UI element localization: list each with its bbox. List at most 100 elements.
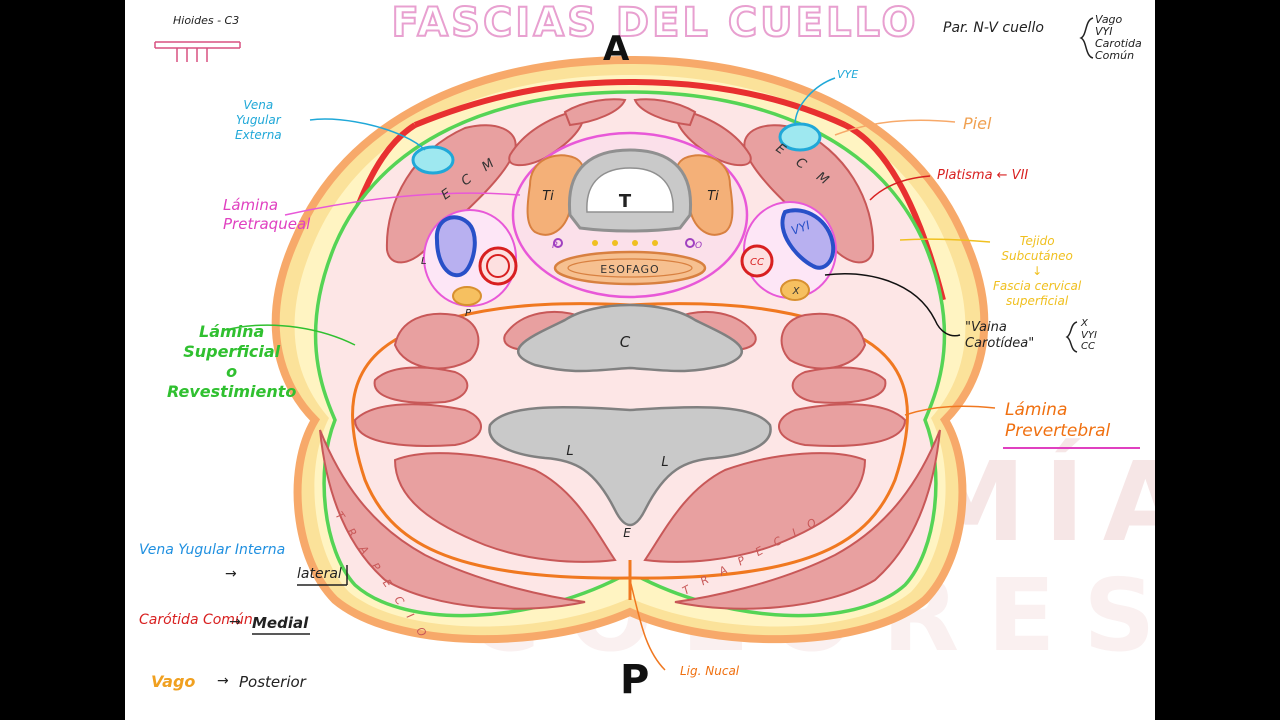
pointer-nucal (629, 579, 666, 671)
label-platisma: Platisma ← VII (937, 168, 1029, 183)
trachea-lumen (586, 167, 674, 213)
note-par-item: VYI (1095, 25, 1113, 39)
label-line: Prevertebral (1005, 421, 1111, 442)
pointer-pretraqueal (284, 192, 521, 216)
label-lamina-superficial: Lámina Superficial o Revestimiento (167, 322, 296, 402)
infrahyoid-left (508, 108, 585, 167)
label-line: Subcutáneo (1001, 249, 1073, 263)
label-line: Lámina (1005, 400, 1068, 420)
pointer-vaina (824, 273, 961, 337)
esophagus-inner (567, 258, 693, 278)
label-vaina-items: X VYI CC (1081, 318, 1097, 353)
legend-arrow-vyi: → (225, 566, 237, 582)
label-trachea-o: O (695, 241, 702, 251)
label-line: Pretraqueal (223, 214, 311, 233)
vagus-left (452, 286, 482, 306)
legend-term-cc: Carótida Común (139, 612, 253, 628)
label-piel: Piel (963, 114, 992, 133)
legend-term-vyi: Vena Yugular Interna (139, 542, 286, 558)
vyi-right (780, 208, 836, 270)
label-trachea: T (619, 191, 632, 212)
dot-2 (612, 240, 618, 246)
label-lamina-right: L (661, 455, 668, 470)
pointer-vye-right (794, 77, 836, 126)
label-tejido-subcutaneo: Tejido Subcutáneo ↓ Fascia cervical supe… (993, 234, 1081, 309)
sternohyoid-left (563, 98, 627, 127)
note-hioides: Hioides - C3 (173, 14, 240, 27)
pointer-platisma (869, 175, 931, 201)
recurrent-nerve-left (553, 238, 563, 248)
recurrent-nerve-right (685, 238, 695, 248)
dot-4 (652, 240, 658, 246)
label-x-right: X (792, 286, 801, 297)
vye-left (411, 145, 455, 175)
vaina-brace (1065, 321, 1078, 353)
label-line: Externa (235, 128, 282, 142)
label-line: ↓ (1032, 264, 1043, 278)
label-lamina-left: L (566, 444, 573, 459)
vertebral-body (517, 303, 743, 373)
legend-arrow-cc: → (229, 614, 241, 630)
cc-right (740, 244, 774, 278)
label-lamina-pretraqueal: Lámina Pretraqueal (223, 196, 310, 234)
label-line: Yugular (235, 113, 281, 127)
splenius-right (778, 403, 907, 447)
posterior-marker: P (620, 657, 650, 703)
semispinalis-left (393, 452, 617, 563)
legend-pos-cc: Medial (252, 614, 309, 632)
label-esophagus: ESOFAGO (600, 263, 659, 276)
note-par: Par. N-V cuello (943, 20, 1044, 36)
label-trachea-p: P (552, 241, 558, 251)
label-lig-nucal: Lig. Nucal (680, 664, 740, 678)
dot-3 (632, 240, 638, 246)
label-line: Tejido (1019, 234, 1055, 248)
cc-left-inner (486, 254, 510, 278)
vye-right (778, 122, 822, 152)
label-vyi-right: VYI (789, 218, 812, 238)
pointer-vye-left (309, 118, 426, 151)
dot-1 (592, 240, 598, 246)
brace (1079, 17, 1094, 59)
trapezius-right (674, 429, 941, 610)
label-cc-right: CC (750, 257, 764, 268)
label-lamina-prevertebral: Lámina Prevertebral (1005, 400, 1110, 443)
label-line: VYI (1081, 329, 1097, 341)
label-thyroid-left: Ti (542, 189, 554, 204)
label-vertebra: C (620, 333, 631, 351)
vagus-right (780, 279, 810, 301)
label-line: Vena (243, 98, 274, 112)
infrahyoid-right (675, 108, 752, 167)
legend-pos-vyi: lateral (297, 566, 342, 582)
esophagus (553, 250, 707, 286)
vyi-left (434, 215, 477, 278)
label-vye-small: VYE (837, 68, 859, 81)
label-line: X (1081, 318, 1088, 329)
label-line: CC (1081, 341, 1095, 352)
trapezius-left (319, 429, 586, 610)
label-line: Superficial (183, 342, 281, 361)
pointer-tejido (899, 238, 991, 243)
anterior-marker: A (603, 29, 630, 69)
pointer-piel (834, 119, 956, 136)
label-line: superficial (1006, 294, 1069, 308)
semispinalis-right (643, 452, 867, 563)
levator-left (373, 366, 469, 404)
label-p-sheath: P (465, 308, 472, 319)
note-par-list: Vago VYI Carotida Común (1095, 13, 1142, 62)
cc-left (478, 246, 518, 286)
label-line: "Vaina (965, 320, 1007, 335)
label-vaina-carotidea: "Vaina Carotídea" (965, 320, 1034, 353)
label-vena-yugular-externa: Vena Yugular Externa (235, 98, 282, 143)
label-thyroid-right: Ti (707, 189, 719, 204)
sternohyoid-right (633, 98, 697, 127)
splenius-left (353, 403, 482, 447)
label-l-sheath: L (421, 256, 427, 267)
note-par-item: Vago (1095, 13, 1123, 26)
vertebral-lamina (488, 405, 772, 527)
pointer-superficial (224, 324, 356, 346)
legend-term-vago: Vago (151, 672, 196, 691)
label-line: Lámina (223, 196, 279, 214)
label-spinous: E (623, 526, 631, 540)
label-line: Carotídea" (965, 336, 1035, 352)
